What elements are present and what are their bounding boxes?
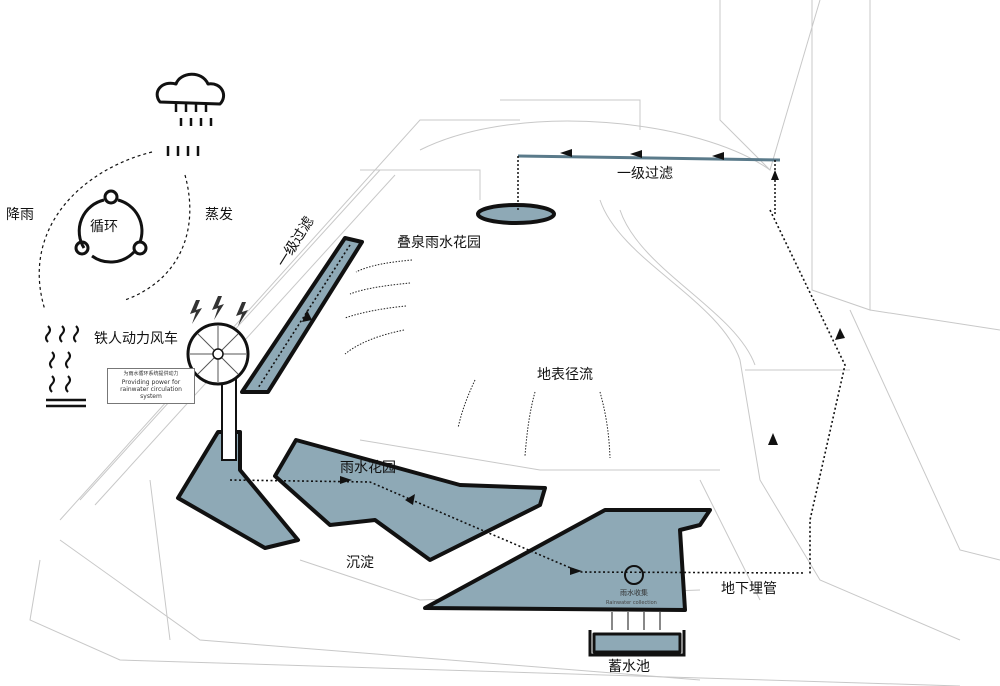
evaporation-label: 蒸发 (205, 207, 233, 223)
settling-label: 沉淀 (346, 555, 374, 571)
flow-paths (229, 209, 846, 575)
cycle-arrows (38, 151, 191, 311)
rain-garden-label: 雨水花园 (340, 460, 396, 476)
cycle-icon (74, 189, 148, 264)
top-filter-channel (517, 154, 781, 215)
runoff-arrows (344, 259, 611, 459)
first-filter-channel (240, 236, 364, 394)
turbine-note: 为雨水循环系统提供动力 Providing power for rainwate… (107, 368, 195, 404)
lightning-icon (190, 296, 248, 326)
storage-tank-water (592, 632, 682, 654)
turbine-note-cn: 为雨水循环系统提供动力 (123, 371, 179, 377)
collection-pond (423, 508, 712, 612)
arrow-icon (302, 149, 845, 575)
collection-label-cn: 雨水收集 (620, 589, 648, 597)
settling-basin (176, 430, 300, 550)
turbine-note-en: Providing power for rainwater circulatio… (120, 379, 182, 401)
collection-label-en: Rainwater collection (606, 600, 657, 606)
windmill-icon (186, 322, 250, 461)
first-filter-top-label: 一级过滤 (617, 166, 673, 182)
cascade-garden-label: 叠泉雨水花园 (397, 235, 481, 251)
storage-tank-label: 蓄水池 (608, 659, 650, 675)
cycle-center-label: 循环 (90, 219, 118, 235)
underground-pipe-label: 地下埋管 (721, 581, 777, 597)
cascade-ellipse (476, 203, 556, 225)
wind-turbine-label: 铁人动力风车 (94, 331, 178, 347)
collection-point (624, 565, 644, 585)
cloud-rain-icon (155, 72, 225, 156)
rainfall-label: 降雨 (6, 207, 34, 223)
evaporation-icon (45, 325, 86, 408)
surface-runoff-label: 地表径流 (537, 367, 593, 383)
water-bodies (176, 203, 712, 654)
storage-tank (588, 612, 686, 657)
